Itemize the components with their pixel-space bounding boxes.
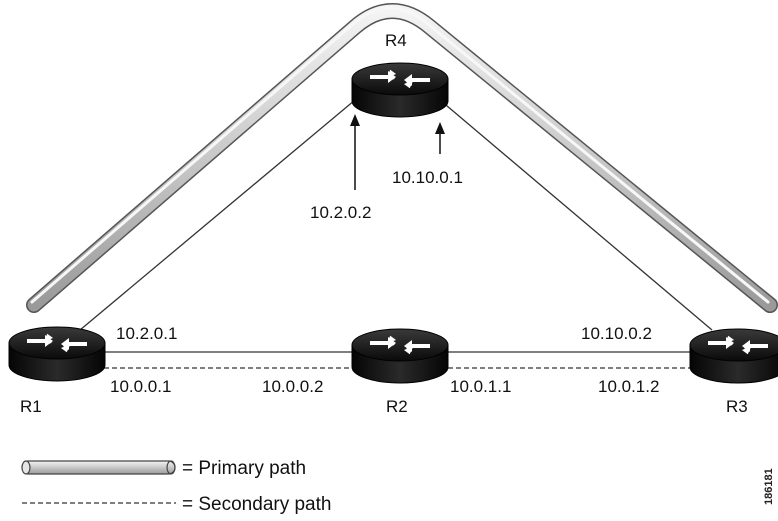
address-r3-bottom: 10.0.1.2 [598,377,659,396]
legend-primary-label: = Primary path [182,458,306,479]
address-r2-right: 10.0.1.1 [450,377,511,396]
router-r3 [689,328,778,384]
address-r4-left: 10.2.0.2 [310,203,371,222]
address-r3-top: 10.10.0.2 [581,324,652,343]
address-r2-left: 10.0.0.2 [262,377,323,396]
router-r4-label: R4 [385,31,407,50]
address-r1-bottom: 10.0.0.1 [110,377,171,396]
legend-primary-swatch [21,460,176,475]
figure-id: 186181 [763,468,775,505]
links [79,99,713,369]
address-r4-right: 10.10.0.1 [392,168,463,187]
legend-secondary-label: = Secondary path [182,494,331,515]
link-r4-r3 [439,99,713,331]
router-r3-label: R3 [726,397,748,416]
r4-address-arrows [350,114,445,190]
address-r1-top: 10.2.0.1 [116,324,177,343]
link-r1-r4 [79,99,356,331]
router-r4 [351,62,449,118]
router-r2-label: R2 [386,397,408,416]
legend: = Primary path = Secondary path [21,458,331,515]
primary-path-tube [26,3,778,313]
router-r2 [351,328,449,384]
router-r1 [8,326,106,382]
router-r1-label: R1 [20,397,42,416]
